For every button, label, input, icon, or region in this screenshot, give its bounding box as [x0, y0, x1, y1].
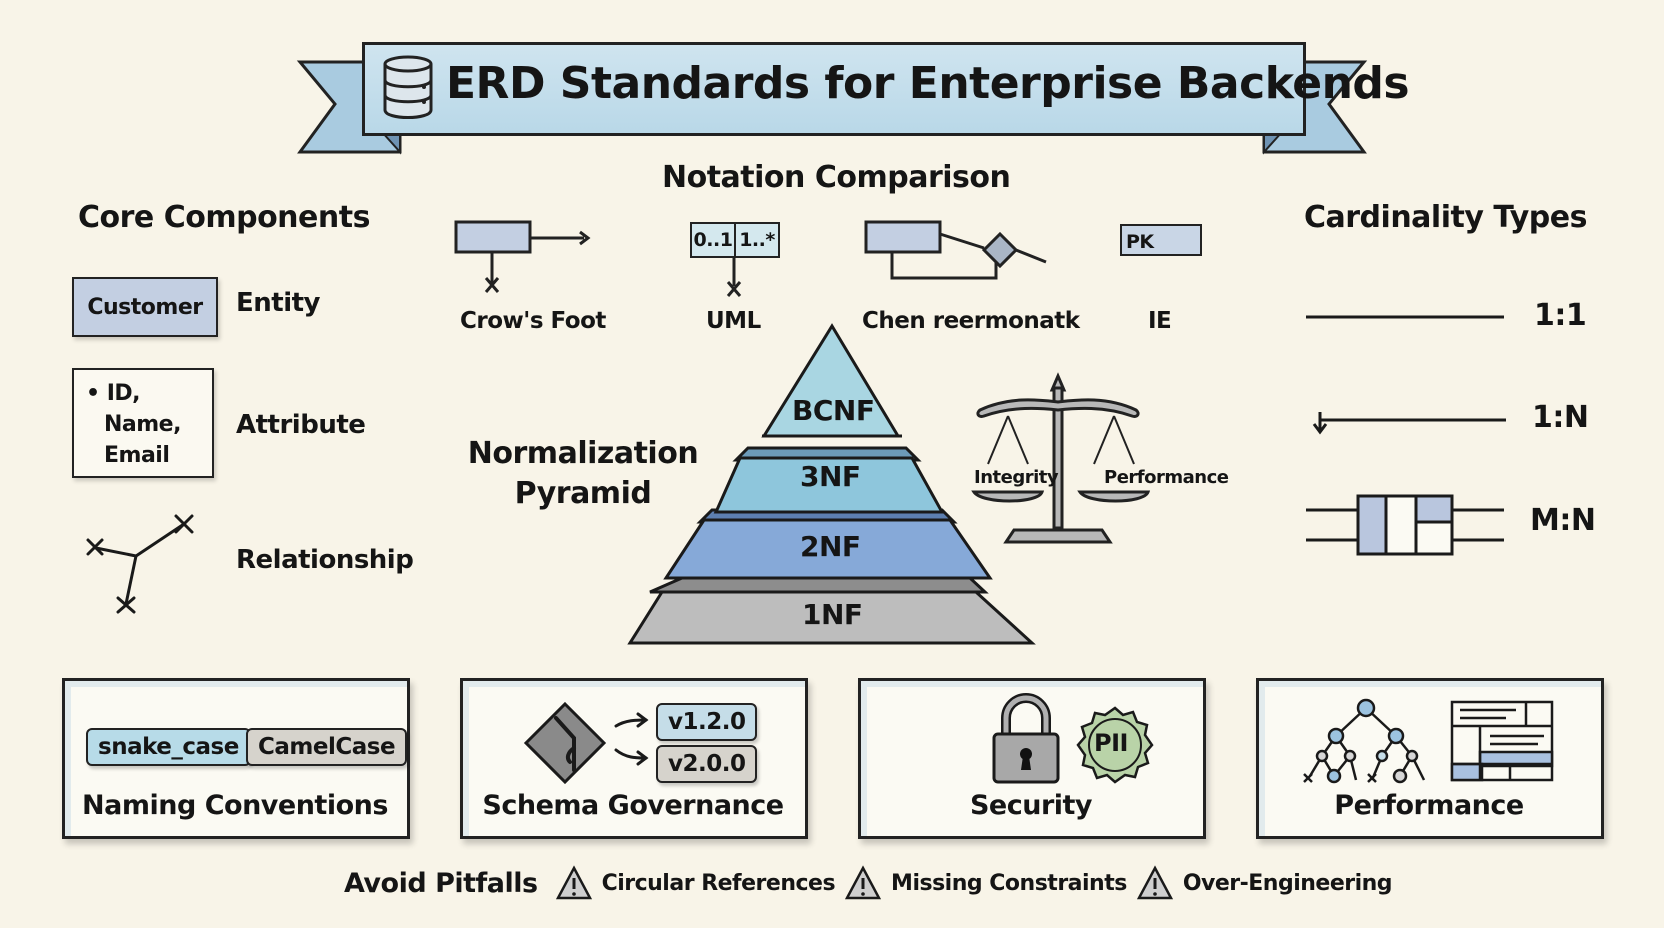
balance-scale-icon	[971, 372, 1151, 544]
pyramid-level-2nf: 2NF	[800, 530, 861, 563]
normalization-heading-line1: Normalization	[467, 436, 699, 471]
relationship-icon	[86, 514, 194, 614]
avoid-pitfalls-heading: Avoid Pitfalls	[344, 867, 538, 899]
uml-cell-right: 1..*	[739, 229, 775, 251]
crows-foot-notation-icon	[454, 220, 591, 293]
warning-icon	[1136, 865, 1173, 900]
ie-label: IE	[1148, 308, 1172, 334]
schema-governance-title: Schema Governance	[482, 790, 784, 821]
uml-label: UML	[706, 308, 761, 334]
warning-icon	[555, 865, 592, 900]
notation-comparison-heading: Notation Comparison	[662, 160, 1011, 195]
pyramid-level-3nf: 3NF	[800, 460, 861, 493]
btree-index-icon	[1303, 698, 1426, 784]
entity-label: Entity	[236, 288, 321, 318]
table-layout-icon	[1450, 700, 1554, 782]
snake-case-pill: snake_case	[86, 728, 251, 766]
naming-conventions-title: Naming Conventions	[82, 790, 388, 821]
ribbon-body	[362, 42, 1306, 136]
balance-left-label: Integrity	[974, 467, 1059, 488]
pitfall-circular-references: Circular References	[601, 870, 836, 896]
performance-title: Performance	[1334, 790, 1524, 821]
attribute-line-id: • ID,	[86, 381, 141, 406]
uml-cell-left: 0..1	[692, 224, 736, 256]
cardinality-1-1-label: 1:1	[1534, 298, 1587, 333]
pitfall-missing-constraints: Missing Constraints	[891, 870, 1127, 896]
attribute-label: Attribute	[236, 410, 366, 440]
warning-icon	[844, 865, 882, 900]
ie-notation-box: PK	[1120, 224, 1202, 256]
security-title: Security	[969, 790, 1093, 821]
git-branch-icon	[523, 701, 607, 785]
pitfall-over-engineering: Over-Engineering	[1182, 870, 1393, 896]
uml-connector-icon	[726, 256, 742, 297]
pii-badge-icon	[1076, 706, 1154, 784]
cardinality-1-n-label: 1:N	[1532, 400, 1589, 435]
attribute-line-email: Email	[104, 443, 170, 468]
page-title: ERD Standards for Enterprise Backends	[446, 58, 1410, 109]
crows-foot-label: Crow's Foot	[460, 308, 606, 334]
pitfalls-footer: Avoid Pitfalls Circular References Missi…	[344, 865, 1393, 900]
padlock-icon	[992, 693, 1060, 784]
core-components-heading: Core Components	[78, 200, 370, 235]
cardinality-m-n-label: M:N	[1530, 503, 1596, 538]
many-to-many-icon	[1306, 494, 1504, 556]
attribute-line-name: Name,	[104, 412, 181, 437]
version-arrows-icon	[614, 712, 649, 766]
attribute-box: • ID, Name, Email	[72, 368, 214, 478]
chen-label: Chen reermonatk	[862, 308, 1080, 334]
relationship-label: Relationship	[236, 545, 414, 575]
database-icon	[383, 55, 433, 119]
normalization-pyramid	[627, 323, 1036, 645]
pyramid-level-1nf: 1NF	[802, 598, 863, 631]
cardinality-types-heading: Cardinality Types	[1304, 200, 1587, 235]
ie-pk-text: PK	[1126, 231, 1154, 253]
balance-right-label: Performance	[1104, 467, 1229, 488]
one-to-many-line	[1312, 412, 1506, 435]
entity-box: Customer	[72, 277, 218, 337]
uml-notation-box: 0..1 1..*	[690, 222, 780, 258]
entity-box-text: Customer	[87, 294, 203, 320]
one-to-one-line	[1306, 315, 1504, 319]
normalization-heading-line2: Pyramid	[514, 476, 652, 511]
pii-badge-text: PII	[1094, 729, 1128, 757]
pyramid-level-bcnf: BCNF	[792, 394, 875, 427]
version-v2-pill: v2.0.0	[656, 745, 758, 783]
version-v1-pill: v1.2.0	[656, 703, 758, 741]
normalization-pyramid-heading: Normalization Pyramid	[458, 434, 708, 514]
camel-case-pill: CamelCase	[246, 728, 408, 766]
chen-notation-icon	[864, 220, 1047, 280]
